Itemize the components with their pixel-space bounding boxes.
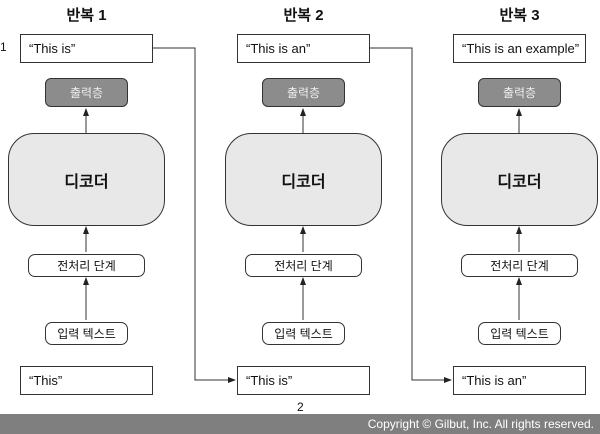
- iteration-2-preprocess: 전처리 단계: [245, 254, 362, 277]
- iteration-3-output-layer: 출력층: [478, 78, 561, 107]
- iteration-1-decoder: 디코더: [8, 133, 165, 226]
- marker-1: 1: [0, 40, 7, 54]
- iteration-1-output-text: “This is”: [20, 34, 153, 63]
- iteration-1-input-label: 입력 텍스트: [45, 322, 128, 345]
- iteration-2-input-text: “This is”: [237, 366, 370, 395]
- iteration-1-title: 반복 1: [66, 7, 107, 24]
- copyright-footer: Copyright © Gilbut, Inc. All rights rese…: [0, 414, 600, 434]
- iteration-3-title: 반복 3: [499, 7, 540, 24]
- iteration-2-title: 반복 2: [283, 7, 324, 24]
- iteration-1-output-layer: 출력층: [45, 78, 128, 107]
- iteration-1-input-text: “This”: [20, 366, 153, 395]
- iteration-3-input-label: 입력 텍스트: [478, 322, 561, 345]
- iteration-3-input-text: “This is an”: [453, 366, 586, 395]
- iteration-3-preprocess: 전처리 단계: [461, 254, 578, 277]
- iteration-2-decoder: 디코더: [225, 133, 382, 226]
- iteration-2-output-text: “This is an”: [237, 34, 370, 63]
- marker-2: 2: [297, 400, 304, 414]
- iteration-1-preprocess: 전처리 단계: [28, 254, 145, 277]
- iteration-2-input-label: 입력 텍스트: [262, 322, 345, 345]
- iteration-2-output-layer: 출력층: [262, 78, 345, 107]
- iteration-3-decoder: 디코더: [441, 133, 598, 226]
- iteration-3-output-text: “This is an example”: [453, 34, 586, 63]
